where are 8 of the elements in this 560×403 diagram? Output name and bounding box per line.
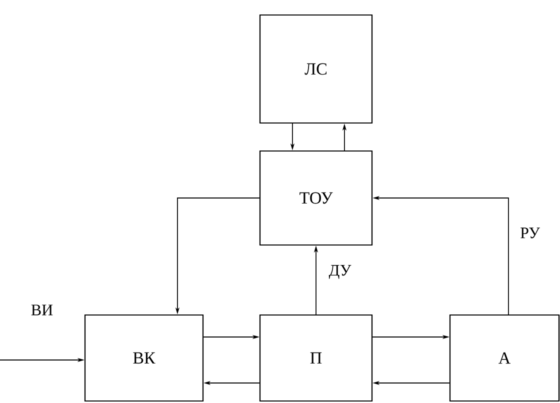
block-box: ЛС (259, 14, 373, 124)
edge-label: ДУ (328, 264, 352, 280)
block-box: ТОУ (259, 150, 373, 246)
block-box: А (449, 314, 560, 402)
block-box: ВК (84, 314, 204, 402)
edge-label: ВИ (30, 304, 54, 316)
edge-label: РУ (519, 226, 541, 240)
block-box: П (259, 314, 373, 402)
